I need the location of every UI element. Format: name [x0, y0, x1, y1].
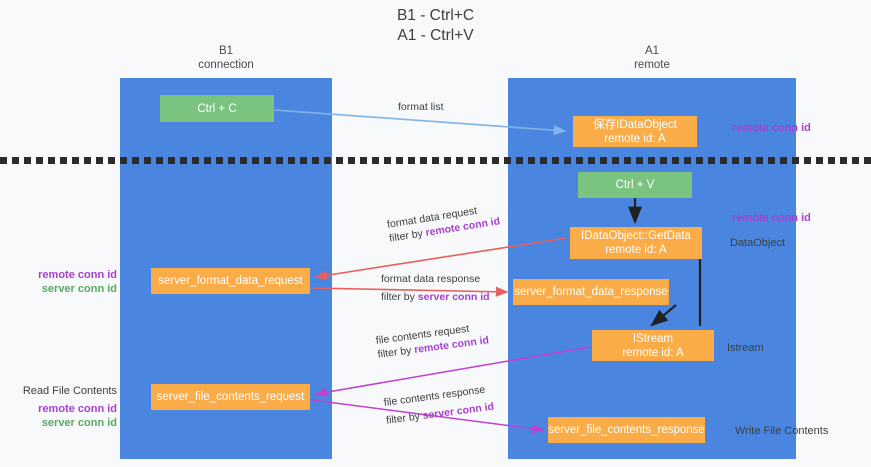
- dashed-divider: [0, 157, 871, 164]
- node-istream-sublabel: remote id: A: [622, 346, 684, 359]
- label-read-file-contents: Read File Contents: [22, 385, 117, 397]
- edge-label-format-data-response: format data response filter by server co…: [381, 272, 490, 304]
- edge-label-format-data-response-text: format data response: [381, 273, 481, 285]
- label-left-remote-conn-id-2: remote conn id: [38, 403, 117, 415]
- node-ctrl-v[interactable]: Ctrl + V: [578, 172, 692, 198]
- filter-key-server-conn-id: server conn id: [417, 291, 490, 303]
- arrow-format-data-response: [311, 286, 509, 297]
- node-server-format-data-response-label: server_format_data_response: [514, 286, 668, 298]
- swimlane-a1-sub: remote: [634, 59, 670, 71]
- node-server-file-contents-response[interactable]: server_file_contents_response: [548, 417, 705, 443]
- node-ctrl-c[interactable]: Ctrl + C: [160, 95, 274, 122]
- edge-label-format-list-text: format list: [398, 101, 444, 113]
- label-remote-conn-id-top: remote conn id: [732, 122, 811, 134]
- swimlane-b1-name: B1: [218, 45, 234, 57]
- node-server-format-data-request-label: server_format_data_request: [158, 275, 303, 287]
- label-remote-conn-id-mid: remote conn id: [732, 212, 811, 224]
- node-server-file-contents-response-label: server_file_contents_response: [548, 424, 705, 436]
- arrow-file-contents-response: [311, 399, 545, 434]
- node-ctrl-v-label: Ctrl + V: [615, 179, 655, 191]
- page-title: B1 - Ctrl+C A1 - Ctrl+V: [0, 6, 871, 46]
- swimlane-a1-name: A1: [644, 45, 660, 57]
- node-server-file-contents-request-label: server_file_contents_request: [156, 391, 305, 403]
- node-idataobject-getdata[interactable]: IDataObject::GetData remote id: A: [570, 227, 702, 259]
- label-left-server-conn-id-2: server conn id: [41, 417, 117, 429]
- node-server-format-data-response[interactable]: server_format_data_response: [513, 279, 669, 305]
- node-istream[interactable]: IStream remote id: A: [592, 330, 714, 361]
- title-line-1: B1 - Ctrl+C: [396, 7, 475, 24]
- label-left-server-conn-id: server conn id: [41, 283, 117, 295]
- node-istream-label: IStream: [632, 332, 674, 345]
- node-getdata-label: IDataObject::GetData: [581, 230, 691, 242]
- label-left-remote-conn-id: remote conn id: [38, 269, 117, 281]
- node-save-idataobject-label: 保存IDataObject: [593, 118, 677, 131]
- arrow-format-data-request: [314, 237, 567, 281]
- arrow-response-istream: [650, 304, 677, 327]
- node-getdata-sublabel: remote id: A: [605, 244, 667, 256]
- node-ctrl-c-label: Ctrl + C: [197, 102, 237, 115]
- arrow-format-list: [273, 109, 567, 136]
- node-save-idataobject[interactable]: 保存IDataObject remote id: A: [573, 116, 697, 147]
- title-line-2: A1 - Ctrl+V: [397, 27, 474, 44]
- edge-label-format-data-response-filter: filter by server conn id: [381, 290, 490, 304]
- label-istream: Istream: [727, 342, 764, 354]
- filter-prefix: filter by: [381, 291, 418, 303]
- swimlane-header-a1: A1 remote: [508, 44, 796, 72]
- node-server-format-data-request[interactable]: server_format_data_request: [151, 268, 310, 294]
- swimlane-header-b1: B1 connection: [120, 44, 332, 72]
- label-write-file-contents: Write File Contents: [735, 425, 829, 437]
- node-save-idataobject-sublabel: remote id: A: [604, 132, 666, 145]
- label-left-conn-ids: remote conn id server conn id: [22, 268, 117, 296]
- arrow-file-contents-request: [314, 346, 591, 397]
- node-server-file-contents-request[interactable]: server_file_contents_request: [151, 384, 310, 410]
- swimlane-b1-sub: connection: [198, 59, 254, 71]
- label-read-file-contents-group: Read File Contents remote conn id server…: [14, 384, 117, 430]
- edge-label-format-list: format list: [398, 100, 444, 114]
- label-dataobject: DataObject: [730, 237, 786, 249]
